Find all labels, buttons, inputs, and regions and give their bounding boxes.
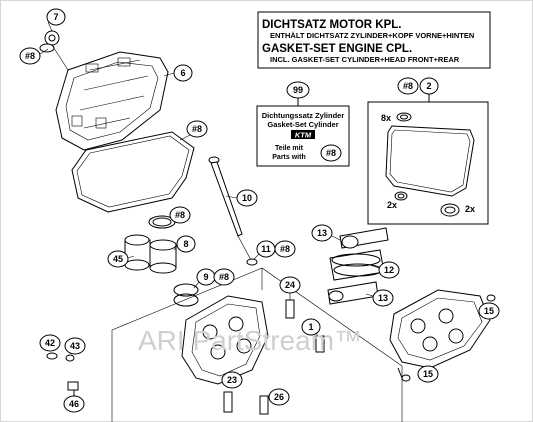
kit-note-line-2: Parts with bbox=[272, 154, 305, 161]
header-line-3: GASKET-SET ENGINE CPL. bbox=[262, 43, 412, 55]
kit-title-en: Gasket-Set Cylinder bbox=[267, 120, 338, 129]
callout-43: 43 bbox=[70, 341, 80, 351]
callout-2-ref: #8 bbox=[403, 81, 413, 91]
callouts: 7 #8 6 #8 10 #8 8 45 9 #8 bbox=[19, 8, 500, 413]
callout-46: 46 bbox=[69, 399, 79, 409]
callout-9: 9 bbox=[203, 272, 208, 282]
callout-10: 10 bbox=[242, 193, 252, 203]
callout-15-right: 15 bbox=[484, 306, 494, 316]
callout-12: 12 bbox=[384, 265, 394, 275]
qty-2x-b: 2x bbox=[465, 204, 475, 214]
callout-13-top: 13 bbox=[317, 228, 327, 238]
callout-23: 23 bbox=[227, 375, 237, 385]
callout-26: 26 bbox=[274, 392, 284, 402]
callout-45: 45 bbox=[113, 254, 123, 264]
washer-11 bbox=[246, 258, 258, 266]
gasket-set-engine-box: DICHTSATZ MOTOR KPL. ENTHÄLT DICHTSATZ Z… bbox=[257, 11, 491, 69]
cylinder-head-rear bbox=[389, 289, 496, 382]
header-line-1: DICHTSATZ MOTOR KPL. bbox=[262, 19, 401, 31]
callout-13-bottom: 13 bbox=[378, 293, 388, 303]
qty-2x-a: 2x bbox=[387, 200, 397, 210]
callout-11: 11 bbox=[261, 244, 271, 254]
callout-8-ref-e: #8 bbox=[219, 272, 229, 282]
valve-cover-gasket bbox=[71, 131, 195, 213]
ktm-logo bbox=[291, 130, 315, 139]
header-line-2: ENTHÄLT DICHTSATZ ZYLINDER+KOPF VORNE+HI… bbox=[270, 31, 474, 40]
kit-note-line-1: Teile mit bbox=[275, 145, 304, 152]
valve-cover bbox=[39, 30, 169, 151]
camshaft-assembly bbox=[327, 227, 389, 305]
ktm-logo-text: KTM bbox=[295, 131, 312, 140]
callout-8-ref-f: #8 bbox=[280, 244, 290, 254]
watermark: ARI PartStream™ bbox=[138, 325, 362, 356]
callout-24: 24 bbox=[285, 280, 295, 290]
header-line-4: INCL. GASKET-SET CYLINDER+HEAD FRONT+REA… bbox=[270, 55, 460, 64]
callout-42: 42 bbox=[45, 338, 55, 348]
cylinder-head-front bbox=[181, 295, 269, 385]
kit-note-ref: #8 bbox=[326, 148, 336, 158]
callout-6: 6 bbox=[180, 68, 185, 78]
small-fasteners bbox=[46, 299, 325, 415]
callout-2: 2 bbox=[426, 81, 431, 91]
callout-8: 8 bbox=[183, 239, 188, 249]
assembly-guide-lines bbox=[111, 267, 403, 422]
callout-8-ref-c: #8 bbox=[175, 210, 185, 220]
callout-99: 99 bbox=[293, 85, 303, 95]
kit-title-de: Dichtungssatz Zylinder bbox=[262, 111, 345, 120]
callout-8-ref-b: #8 bbox=[192, 124, 202, 134]
callout-15-lower: 15 bbox=[423, 369, 433, 379]
gasket-set-box: 2 #8 8x 2x 2x bbox=[367, 77, 489, 225]
callout-1: 1 bbox=[308, 322, 313, 332]
callout-7: 7 bbox=[53, 12, 58, 22]
gasket-set-cylinder-kit: 99 Dichtungssatz Zylinder Gasket-Set Cyl… bbox=[256, 81, 350, 167]
long-bolt bbox=[208, 156, 253, 263]
callout-8-ref-a: #8 bbox=[25, 51, 35, 61]
qty-8x: 8x bbox=[381, 113, 391, 123]
tappet-parts bbox=[124, 215, 199, 307]
